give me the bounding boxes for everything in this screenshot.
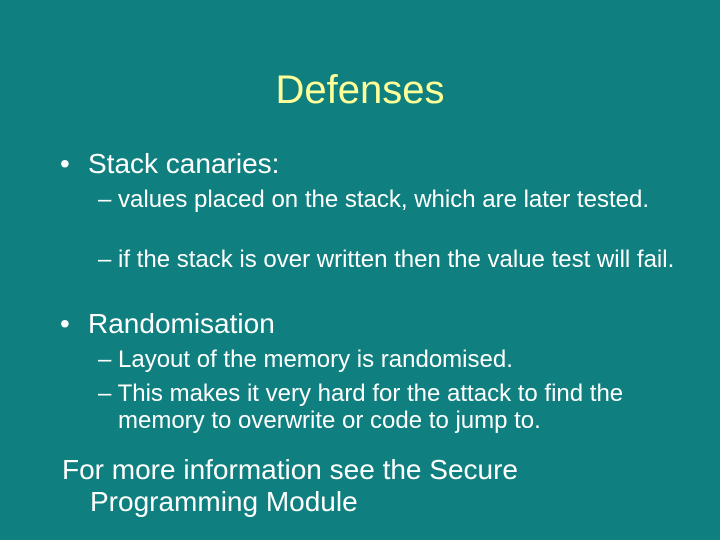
bullet-text: Stack canaries:: [88, 148, 280, 179]
sub-bullet-layout-randomised: – Layout of the memory is randomised.: [98, 346, 513, 373]
bullet-text: Randomisation: [88, 308, 275, 339]
bullet-marker: •: [60, 308, 70, 339]
footer-note: For more information see the Secure Prog…: [62, 454, 518, 517]
bullet-randomisation: • Randomisation: [60, 308, 275, 340]
bullet-stack-canaries: • Stack canaries:: [60, 148, 279, 180]
bullet-marker: •: [60, 148, 70, 179]
slide-title: Defenses: [275, 68, 445, 112]
sub-bullet-canary-test: – if the stack is over written then the …: [98, 246, 675, 273]
sub-bullet-canary-values: – values placed on the stack, which are …: [98, 186, 649, 213]
sub-bullet-hard-to-find: – This makes it very hard for the attack…: [98, 380, 624, 434]
